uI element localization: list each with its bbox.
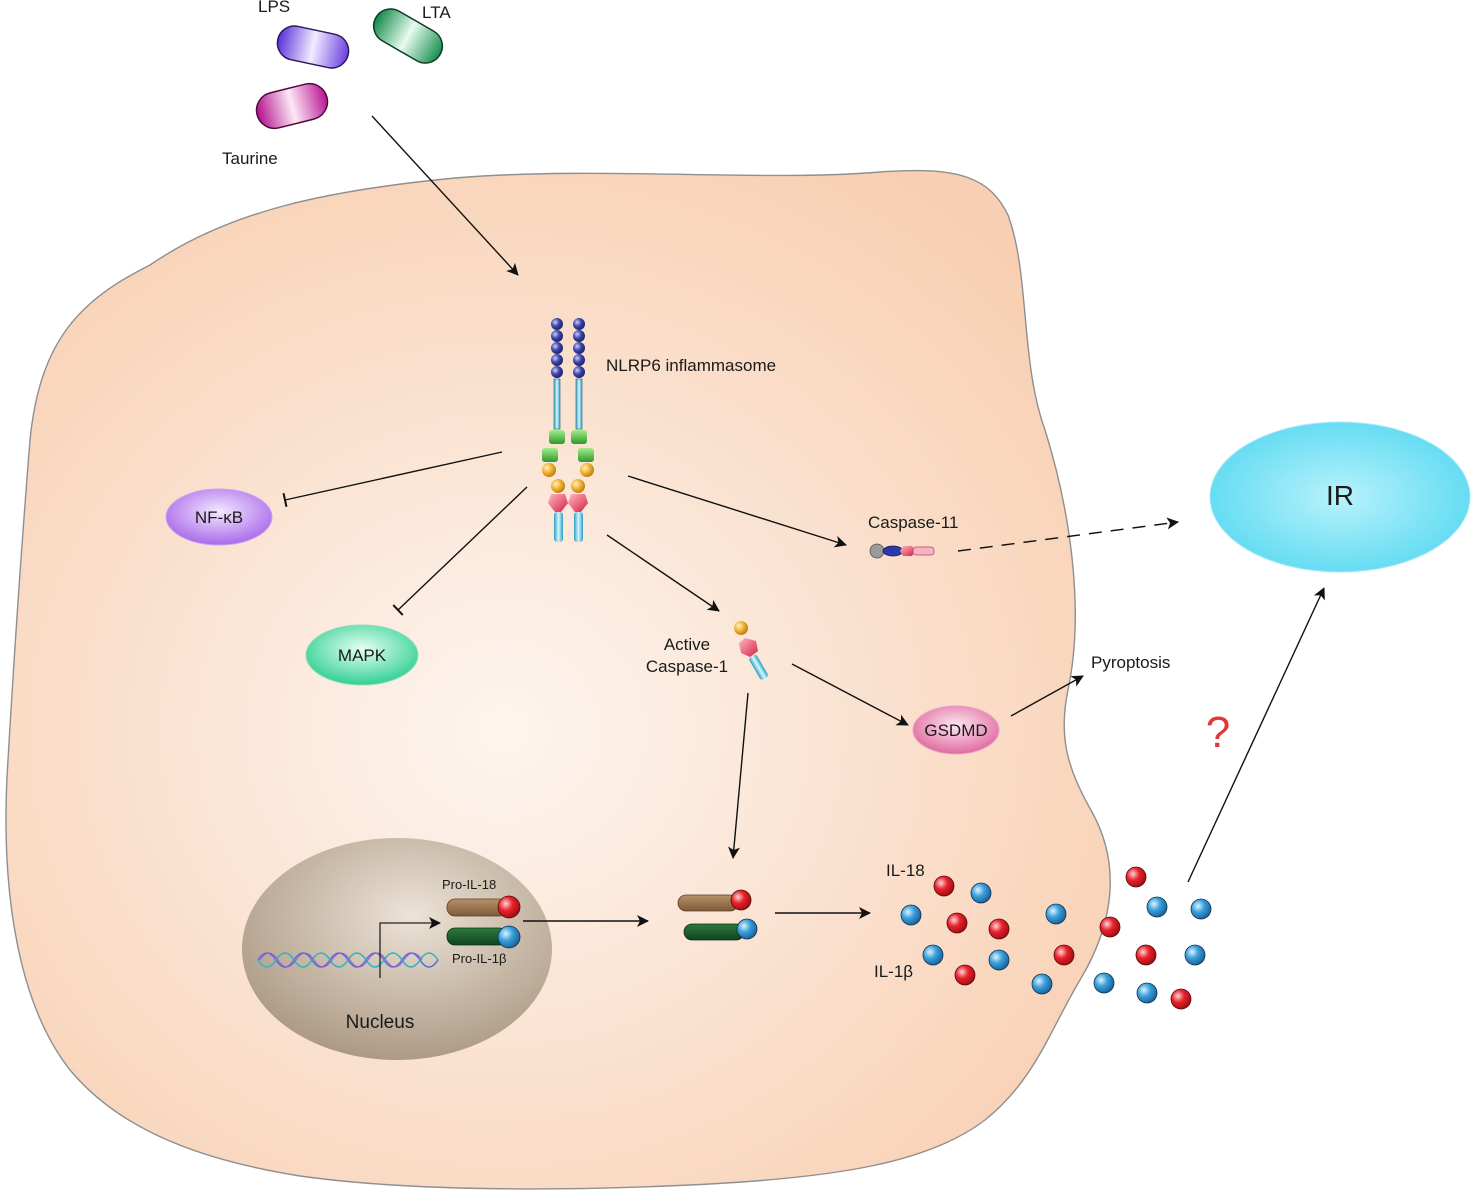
- pro-il18-label: Pro-IL-18: [442, 877, 496, 892]
- pro-il18-icon: [446, 895, 521, 919]
- active-caspase1-molecule-icon: [734, 621, 768, 680]
- lta-pill-icon: [372, 8, 444, 64]
- gsdmd-node: [912, 705, 1000, 755]
- nucleus: [242, 838, 552, 1060]
- pro-il1b-icon: [446, 925, 521, 949]
- nlrp6-inflammasome-icon: [542, 318, 594, 542]
- il18-particles: [933, 866, 1192, 1010]
- dna-helix-icon: [257, 952, 439, 968]
- caspase1-to-gsdmd-arrow: [791, 663, 909, 726]
- cytokines-to-ir-arrow: [1187, 587, 1325, 883]
- caspase1-to-cytokines-arrow: [728, 692, 749, 859]
- lps-label: LPS: [258, 0, 290, 16]
- pro-il1b-label: Pro-IL-1β: [452, 951, 506, 966]
- nlrp6-to-caspase1-arrow: [606, 534, 720, 612]
- taurine-label: Taurine: [222, 149, 278, 168]
- question-mark: ?: [1206, 708, 1230, 757]
- transcription-arrow: [379, 917, 441, 978]
- caspase11-to-ir-dashed-arrow: [957, 517, 1179, 552]
- caspase11-label: Caspase-11: [868, 513, 958, 532]
- nfkb-node: [165, 488, 273, 546]
- lps-pill-icon: [276, 25, 350, 69]
- gsdmd-to-pyroptosis-arrow: [1010, 675, 1084, 717]
- nlrp6-label: NLRP6 inflammasome: [606, 356, 776, 375]
- il1b-label: IL-1β: [874, 962, 913, 981]
- gsdmd-label: GSDMD: [924, 721, 987, 740]
- cytoplasmic-pro-il1b-icon: [683, 918, 758, 941]
- nlrp6-inhibits-mapk: [392, 486, 528, 616]
- caspase11-molecule-icon: [869, 543, 935, 559]
- ir-label: IR: [1326, 480, 1354, 511]
- taurine-pill-icon: [255, 82, 329, 130]
- lta-label: LTA: [422, 3, 451, 22]
- pyroptosis-label: Pyroptosis: [1091, 653, 1170, 672]
- active-label: Active: [664, 635, 710, 654]
- il1b-particles: [900, 882, 1212, 1004]
- mapk-node: [305, 624, 419, 686]
- nucleus-label: Nucleus: [346, 1012, 415, 1033]
- nlrp6-inhibits-nfkb: [282, 451, 503, 508]
- ir-node: [1209, 421, 1471, 573]
- cytoplasmic-pro-il18-icon: [677, 889, 752, 912]
- caspase1-label: Caspase-1: [646, 657, 728, 676]
- nfkb-label: NF-κB: [195, 508, 243, 527]
- nlrp6-to-caspase11-arrow: [627, 475, 847, 548]
- stimuli-to-nlrp6-arrow: [371, 115, 519, 276]
- mapk-label: MAPK: [338, 646, 387, 665]
- il18-label: IL-18: [886, 861, 925, 880]
